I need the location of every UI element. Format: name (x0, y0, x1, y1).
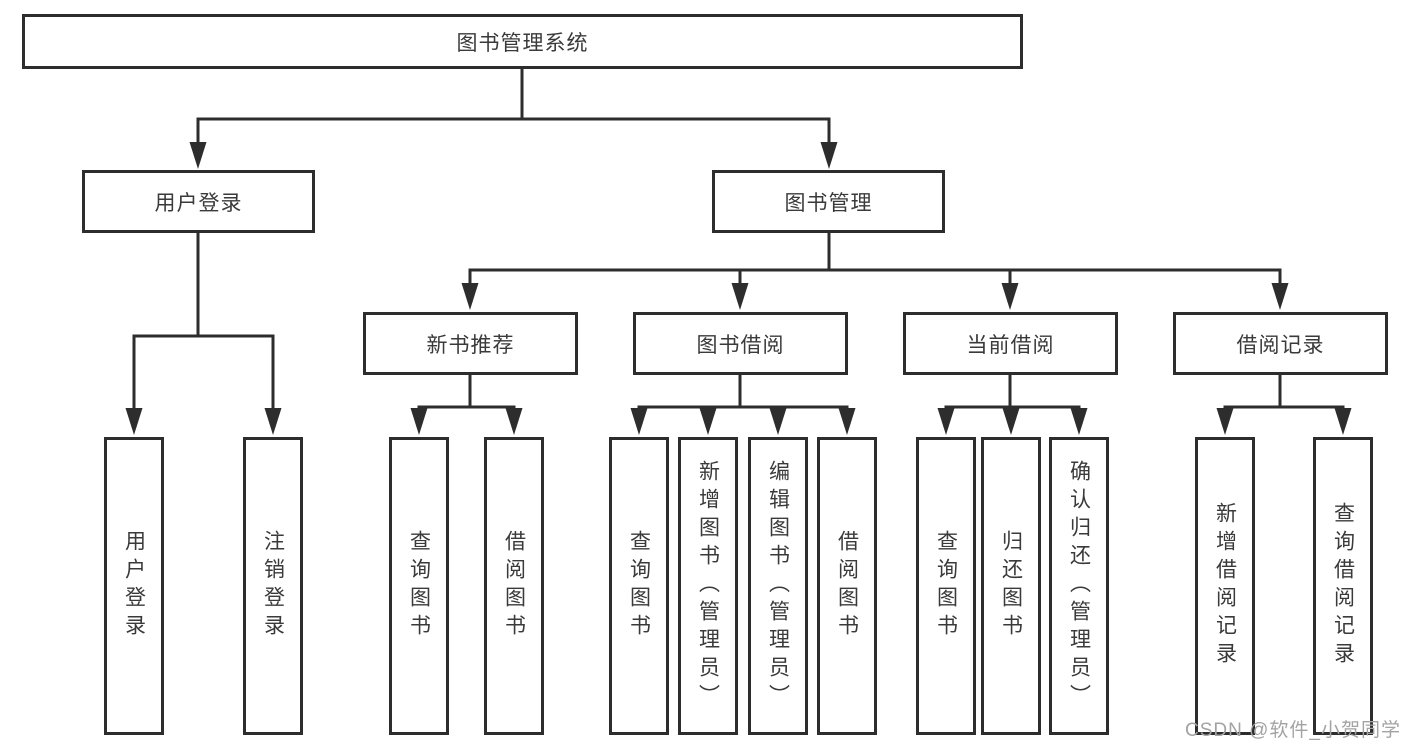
arrow-down-icon (125, 408, 143, 435)
leaf-add-borrow-record: 新增借阅记录 (1195, 437, 1255, 735)
arrow-down-icon (838, 408, 856, 435)
node-current-borrowing: 当前借阅 (903, 312, 1118, 375)
node-user-login: 用户登录 (82, 170, 315, 233)
node-book-borrowing: 图书借阅 (633, 312, 848, 375)
node-root-system: 图书管理系统 (22, 14, 1023, 69)
arrowheads (125, 142, 1352, 435)
arrow-down-icon (1070, 408, 1088, 435)
arrow-down-icon (937, 408, 955, 435)
connector-book-mgmt-branch (468, 268, 1282, 288)
node-borrowing-records: 借阅记录 (1173, 312, 1388, 375)
arrow-down-icon (505, 408, 523, 435)
arrow-down-icon (1334, 408, 1352, 435)
arrow-down-icon (630, 408, 648, 435)
leaf-confirm-return-admin: 确认归还（管理员） (1049, 437, 1109, 735)
arrow-down-icon (189, 142, 207, 169)
csdn-watermark: CSDN @软件_小贺同学 (1185, 720, 1401, 741)
arrow-down-icon (731, 283, 749, 310)
leaf-add-books-admin: 新增图书（管理员） (678, 437, 738, 735)
leaf-query-books-2: 查询图书 (609, 437, 669, 735)
leaf-edit-books-admin: 编辑图书（管理员） (748, 437, 808, 735)
connector-new-book-branch (417, 405, 516, 413)
arrow-down-icon (699, 408, 717, 435)
leaf-query-books-3: 查询图书 (916, 437, 976, 735)
arrow-down-icon (264, 408, 282, 435)
connector-borrowing-branch (637, 405, 849, 413)
arrow-down-icon (461, 283, 479, 310)
leaf-borrow-books-2: 借阅图书 (817, 437, 877, 735)
leaf-borrow-books-1: 借阅图书 (484, 437, 544, 735)
arrow-down-icon (1216, 408, 1234, 435)
node-book-management: 图书管理 (712, 170, 945, 233)
arrow-down-icon (1001, 283, 1019, 310)
leaf-query-borrow-record: 查询借阅记录 (1313, 437, 1373, 735)
node-new-book-recommend: 新书推荐 (363, 312, 578, 375)
leaf-return-books: 归还图书 (981, 437, 1041, 735)
leaf-user-login: 用户登录 (104, 437, 164, 735)
arrow-down-icon (410, 408, 428, 435)
arrow-down-icon (1271, 283, 1289, 310)
arrow-down-icon (769, 408, 787, 435)
leaf-logout: 注销登录 (243, 437, 303, 735)
arrow-down-icon (820, 142, 838, 169)
arrow-down-icon (1002, 408, 1020, 435)
connector-user-login-branch (132, 334, 275, 412)
connector-records-branch (1223, 405, 1345, 413)
connector-level1-branch (196, 117, 831, 146)
leaf-query-books-1: 查询图书 (389, 437, 449, 735)
